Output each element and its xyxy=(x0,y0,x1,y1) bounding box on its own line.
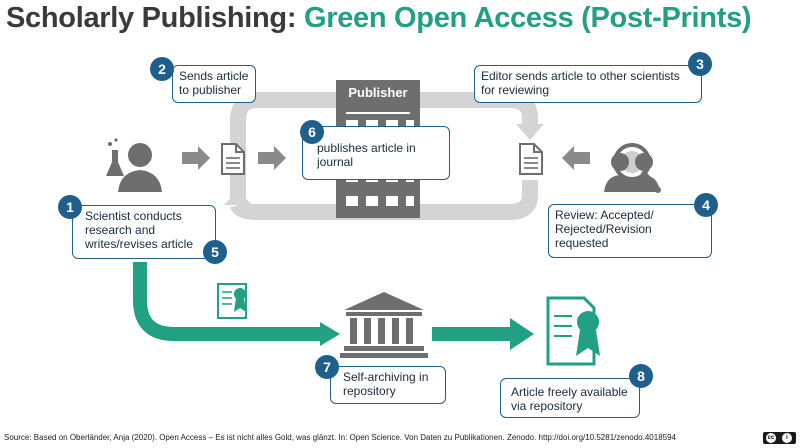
page-title: Scholarly Publishing: Green Open Access … xyxy=(6,2,752,35)
step-1-badge: 1 xyxy=(58,195,82,219)
step-4-badge: 4 xyxy=(694,193,718,217)
certificate-icon xyxy=(217,283,247,319)
step-3-box: Editor sends article to other scientists… xyxy=(474,65,702,103)
step-2-text: Sends article to publisher xyxy=(179,69,249,97)
reviewer-icon xyxy=(604,143,661,193)
cc-by-icon: cc i xyxy=(763,432,796,444)
title-part2: Green Open Access (Post-Prints) xyxy=(303,2,752,34)
step-4-text: Review: Accepted/ Rejected/Revision requ… xyxy=(555,208,654,250)
arrow-scientist-to-doc xyxy=(182,146,210,170)
step-8-text: Article freely available via repository xyxy=(511,385,628,413)
arrow-doc-to-publisher xyxy=(258,146,286,170)
certificate-icon xyxy=(546,296,600,366)
step-6-badge: 6 xyxy=(300,120,324,144)
step-7-text: Self-archiving in repository xyxy=(343,370,429,398)
step-3-text: Editor sends article to other scientists… xyxy=(481,69,680,97)
step-2-box: Sends article to publisher xyxy=(172,65,256,103)
step-8-badge: 8 xyxy=(629,364,653,388)
title-part1: Scholarly Publishing: xyxy=(6,2,297,34)
step-5-badge: 5 xyxy=(203,240,227,264)
green-arrow-scientist-to-repo xyxy=(133,262,322,341)
document-icon xyxy=(221,143,245,175)
publisher-label: Publisher xyxy=(348,85,407,100)
document-icon xyxy=(519,143,543,175)
step-7-badge: 7 xyxy=(315,355,339,379)
step-8-box: Article freely available via repository xyxy=(500,378,640,418)
loop-arrowhead-right xyxy=(516,124,544,140)
source-citation: Source: Based on Oberländer, Anja (2020)… xyxy=(4,433,676,442)
arrow-reviewer-to-doc xyxy=(562,146,590,170)
loop-arrowhead-left xyxy=(224,190,252,205)
step-4-box: Review: Accepted/ Rejected/Revision requ… xyxy=(548,204,712,258)
step-7-box: Self-archiving in repository xyxy=(330,366,446,404)
step-6-text: publishes article in journal xyxy=(317,141,416,169)
green-arrow-repo-to-article xyxy=(432,318,534,350)
step-1-box: Scientist conducts research and writes/r… xyxy=(72,205,216,259)
step-6-box: publishes article in journal xyxy=(302,126,450,180)
step-1-text: Scientist conducts research and writes/r… xyxy=(85,209,194,251)
step-2-badge: 2 xyxy=(150,57,174,81)
green-arrowhead-to-repo xyxy=(320,322,340,346)
step-3-badge: 3 xyxy=(688,52,712,76)
scientist-icon xyxy=(106,138,162,192)
repository-icon xyxy=(340,292,428,358)
